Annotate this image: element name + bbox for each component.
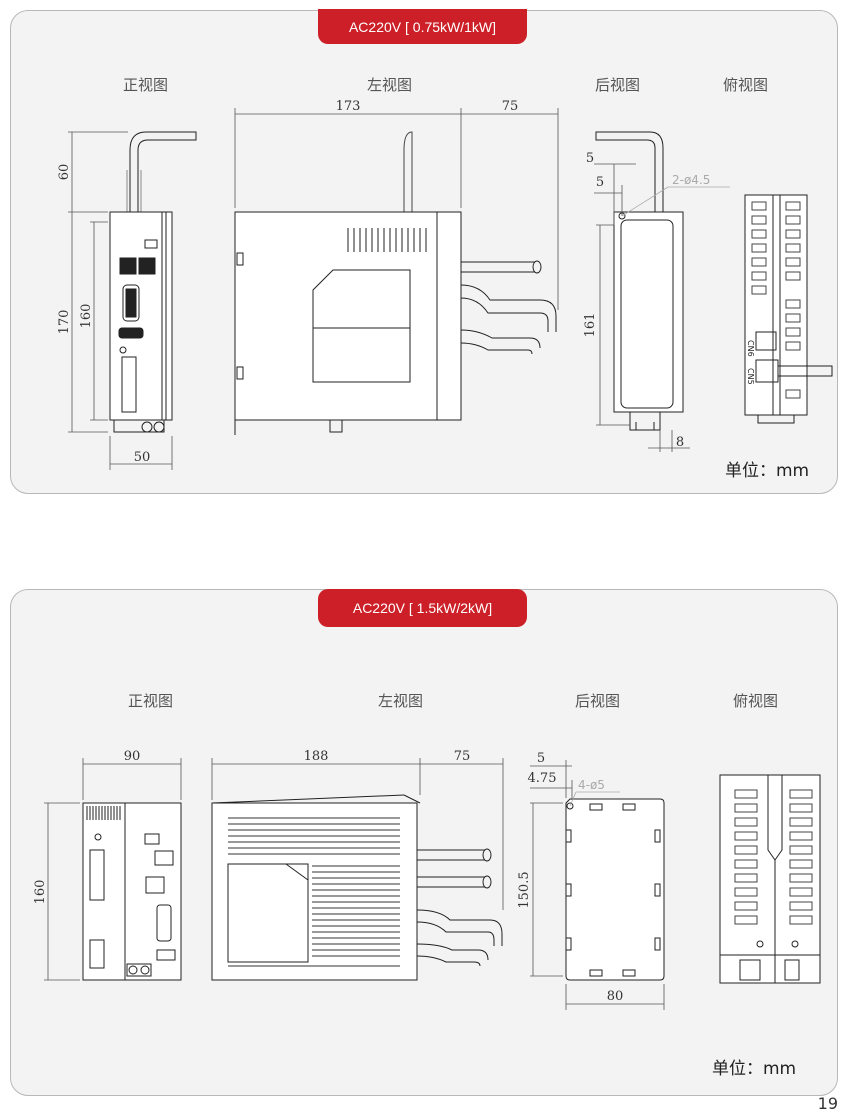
panel2-unit-label: 单位：mm xyxy=(712,1059,797,1079)
panel2-back-view-label: 后视图 xyxy=(575,692,621,710)
panel2-back-view xyxy=(565,798,665,981)
panel1-back-dims xyxy=(594,163,730,452)
panel1-dim-5a: 5 xyxy=(586,151,594,166)
panel1-title: AC220V [ 0.75kW/1kW] xyxy=(318,9,527,44)
panel1-dim-75: 75 xyxy=(502,99,519,114)
panel1-hole-label: 2-ø4.5 xyxy=(672,173,710,187)
panel2-hole-label: 4-ø5 xyxy=(578,778,605,792)
panel2-dim-90: 90 xyxy=(124,749,141,764)
panel2-left-view-label: 左视图 xyxy=(378,692,424,710)
panel1-top-view-label: 俯视图 xyxy=(723,76,769,94)
panel1-unit-label: 单位：mm xyxy=(725,461,810,481)
panel1-drawings: 60 170 160 50 173 75 xyxy=(57,99,833,470)
panel1-dim-161: 161 xyxy=(583,313,598,338)
panel1-front-view-label: 正视图 xyxy=(123,76,169,94)
panel1-dim-173: 173 xyxy=(336,99,361,114)
panel1-dim-50: 50 xyxy=(134,450,151,465)
panel2-front-view-label: 正视图 xyxy=(128,692,174,710)
panel1-back-view xyxy=(595,131,684,431)
panel2-back-dims xyxy=(530,760,665,1010)
panel1-dim-170: 170 xyxy=(57,310,72,335)
page-number: 19 xyxy=(817,1094,838,1113)
panel1-left-dims xyxy=(234,108,559,310)
panel1-back-view-label: 后视图 xyxy=(595,76,641,94)
panel1-top-view xyxy=(744,194,833,424)
panel1-left-view xyxy=(234,131,557,435)
panel1-cn6-label: CN6 xyxy=(746,340,755,357)
panel2-top-view xyxy=(719,774,821,984)
panel2-dim-150-5: 150.5 xyxy=(517,871,532,908)
panel1-front-view xyxy=(109,131,197,433)
panel2-left-view xyxy=(211,794,503,981)
panel1-dim-8: 8 xyxy=(676,435,684,450)
panel1-dim-5b: 5 xyxy=(596,175,604,190)
panel2-left-dims xyxy=(211,758,504,910)
panel2-front-view xyxy=(82,802,182,981)
panel1-front-dims xyxy=(68,131,173,470)
panel2-dim-75: 75 xyxy=(454,749,471,764)
panel2-dim-5: 5 xyxy=(537,751,545,766)
panel2-title: AC220V [ 1.5kW/2kW] xyxy=(318,589,527,627)
panel2-front-dims xyxy=(44,758,182,981)
panel2-dim-188: 188 xyxy=(304,749,329,764)
panel1-left-view-label: 左视图 xyxy=(367,76,413,94)
panel1-dim-60: 60 xyxy=(57,164,72,181)
panel2-dim-160: 160 xyxy=(33,880,48,905)
panel2-dim-4-75: 4.75 xyxy=(528,771,557,786)
panel2-dim-80: 80 xyxy=(607,989,624,1004)
panel1-cn5-label: CN5 xyxy=(746,368,755,385)
panel1-dim-160: 160 xyxy=(79,304,94,329)
panel2-top-view-label: 俯视图 xyxy=(733,692,779,710)
